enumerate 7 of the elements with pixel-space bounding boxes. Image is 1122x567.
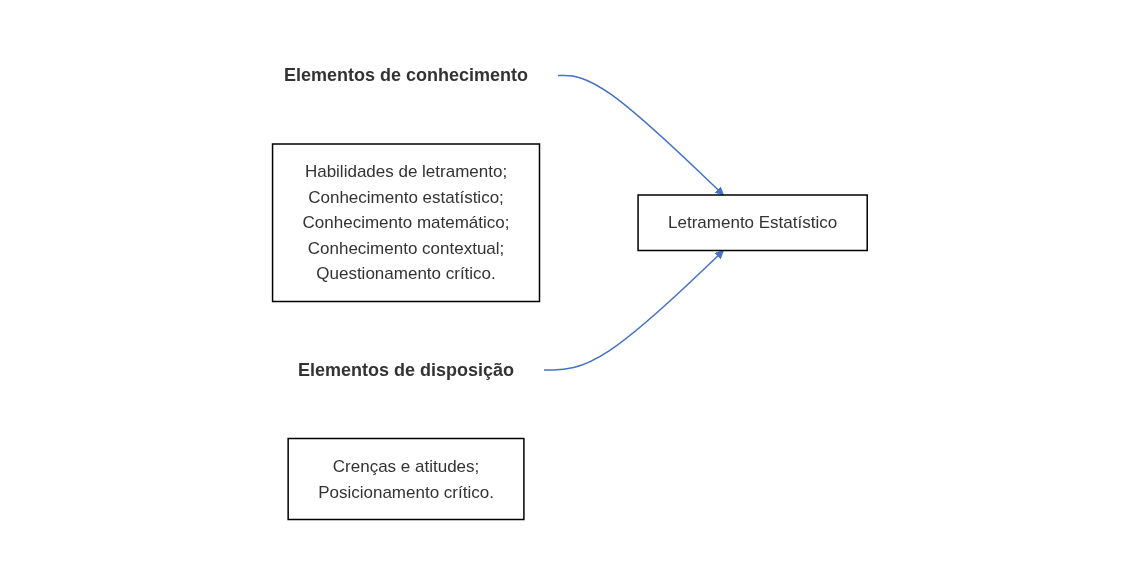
node-box: Crenças e atitudes; Posicionamento crítico. (287, 438, 526, 521)
arrow (557, 75, 725, 196)
arrow (543, 250, 725, 371)
node-box: Habilidades de letramento; Conhecimento estatístico; Conhecimento matemático; Conhecimento contextual; Questionamento crítico. (272, 143, 541, 303)
node-text: Elementos de disposição (298, 359, 515, 380)
node-box: Letramento Estatístico (637, 194, 869, 252)
node-text: Elementos de conhecimento (284, 65, 529, 86)
